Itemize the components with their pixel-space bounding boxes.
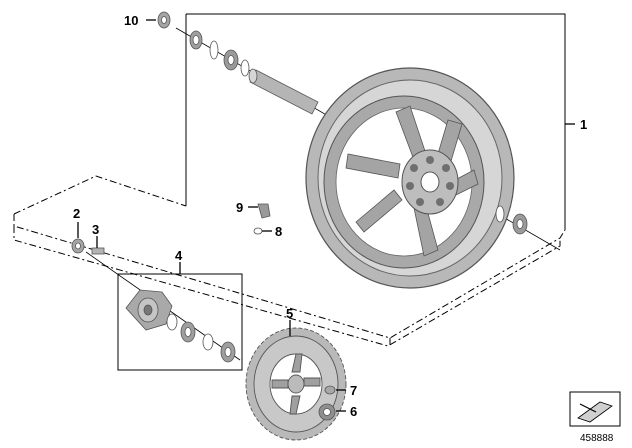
nut-part-2	[71, 238, 85, 254]
callout-1: 1	[580, 117, 587, 132]
nut-part-6	[318, 403, 336, 421]
valve-part-9	[257, 203, 271, 219]
rear-wheel	[305, 67, 515, 289]
callout-5: 5	[286, 306, 293, 321]
reference-icon	[569, 391, 621, 427]
callout-2: 2	[73, 206, 80, 221]
reference-code: 458888	[580, 433, 614, 444]
callout-10: 10	[124, 13, 138, 28]
wheel-frame	[185, 13, 566, 230]
bolt-part-7	[324, 385, 336, 395]
bearing-set-top	[157, 11, 250, 77]
callout-7: 7	[350, 383, 357, 398]
bearing-set-right	[495, 205, 528, 235]
hub-carrier-part-4	[125, 289, 236, 363]
callout-6: 6	[350, 404, 357, 419]
clip-part-8	[253, 227, 263, 235]
bolt-part-3	[91, 247, 105, 255]
hub-frame-dashed	[13, 175, 566, 347]
callout-9: 9	[236, 200, 243, 215]
axle-tube	[248, 68, 319, 115]
callout-3: 3	[92, 222, 99, 237]
callout-4: 4	[175, 248, 183, 263]
callout-8: 8	[275, 224, 282, 239]
sprocket-part-5	[245, 327, 347, 441]
